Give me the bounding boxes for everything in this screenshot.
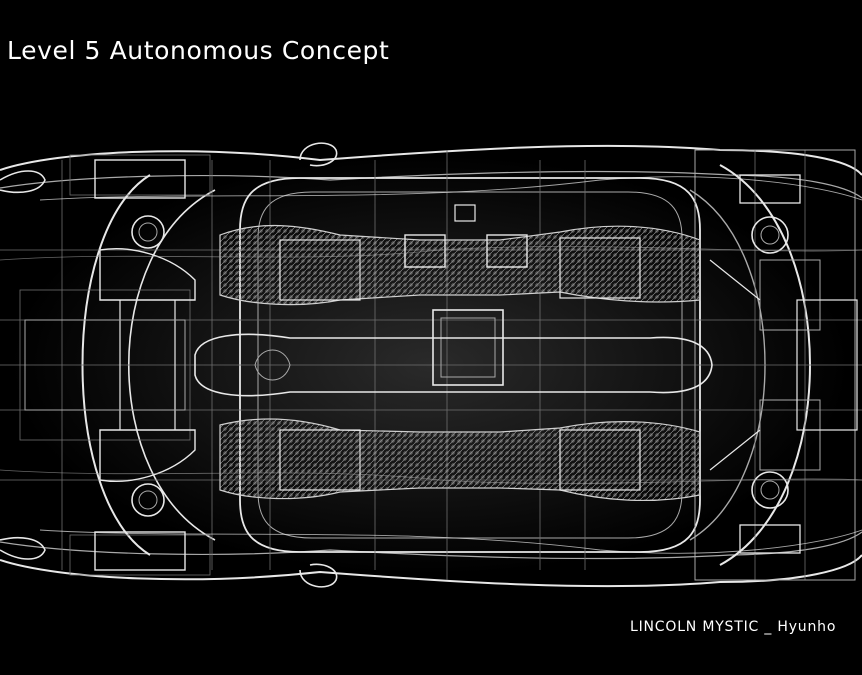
caption: LINCOLN MYSTIC _ Hyunho — [630, 619, 837, 635]
battery-modules — [219, 224, 701, 502]
rear-drive-units — [709, 174, 858, 554]
construction-grid — [0, 149, 862, 581]
center-controller — [194, 204, 713, 397]
sketch-highlights — [0, 176, 862, 554]
page-title: Level 5 Autonomous Concept — [7, 36, 390, 65]
front-suspension — [24, 159, 196, 571]
